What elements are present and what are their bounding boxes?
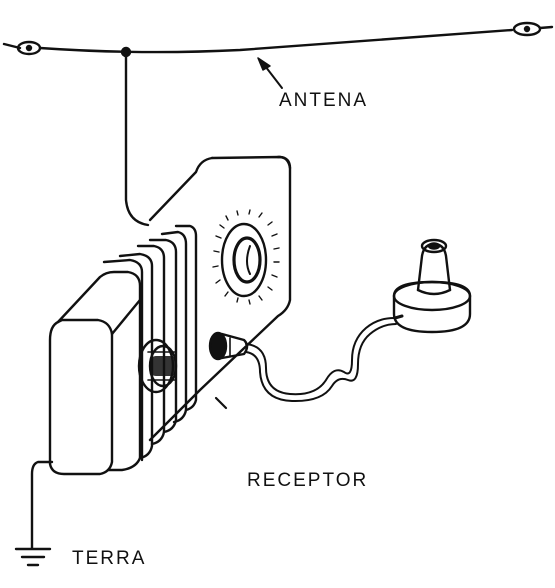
receiver-side-plates xyxy=(102,224,198,462)
panel-pointer-mark xyxy=(214,396,228,410)
ground-label: TERRA xyxy=(72,548,146,569)
dial-scale xyxy=(212,209,280,305)
side-tuning-knob[interactable] xyxy=(137,338,178,394)
antenna-insulator-icon xyxy=(512,21,542,37)
antenna-insulator-icon xyxy=(16,40,42,56)
earphone-jack[interactable] xyxy=(208,331,249,361)
earphone-cable xyxy=(245,317,397,403)
ground-wire xyxy=(30,460,54,550)
earphone-icon xyxy=(392,238,472,334)
receiver-back-panel xyxy=(148,155,292,442)
antenna-wire xyxy=(2,25,554,54)
antenna-lead-in xyxy=(124,50,150,227)
receiver-label: RECEPTOR xyxy=(247,470,368,491)
antenna-label: ANTENA xyxy=(279,90,368,111)
tuning-dial[interactable] xyxy=(212,209,280,305)
antenna-pointer-arrow xyxy=(257,57,283,89)
ground-symbol-icon xyxy=(14,547,52,567)
receiver-front-block xyxy=(48,270,142,476)
